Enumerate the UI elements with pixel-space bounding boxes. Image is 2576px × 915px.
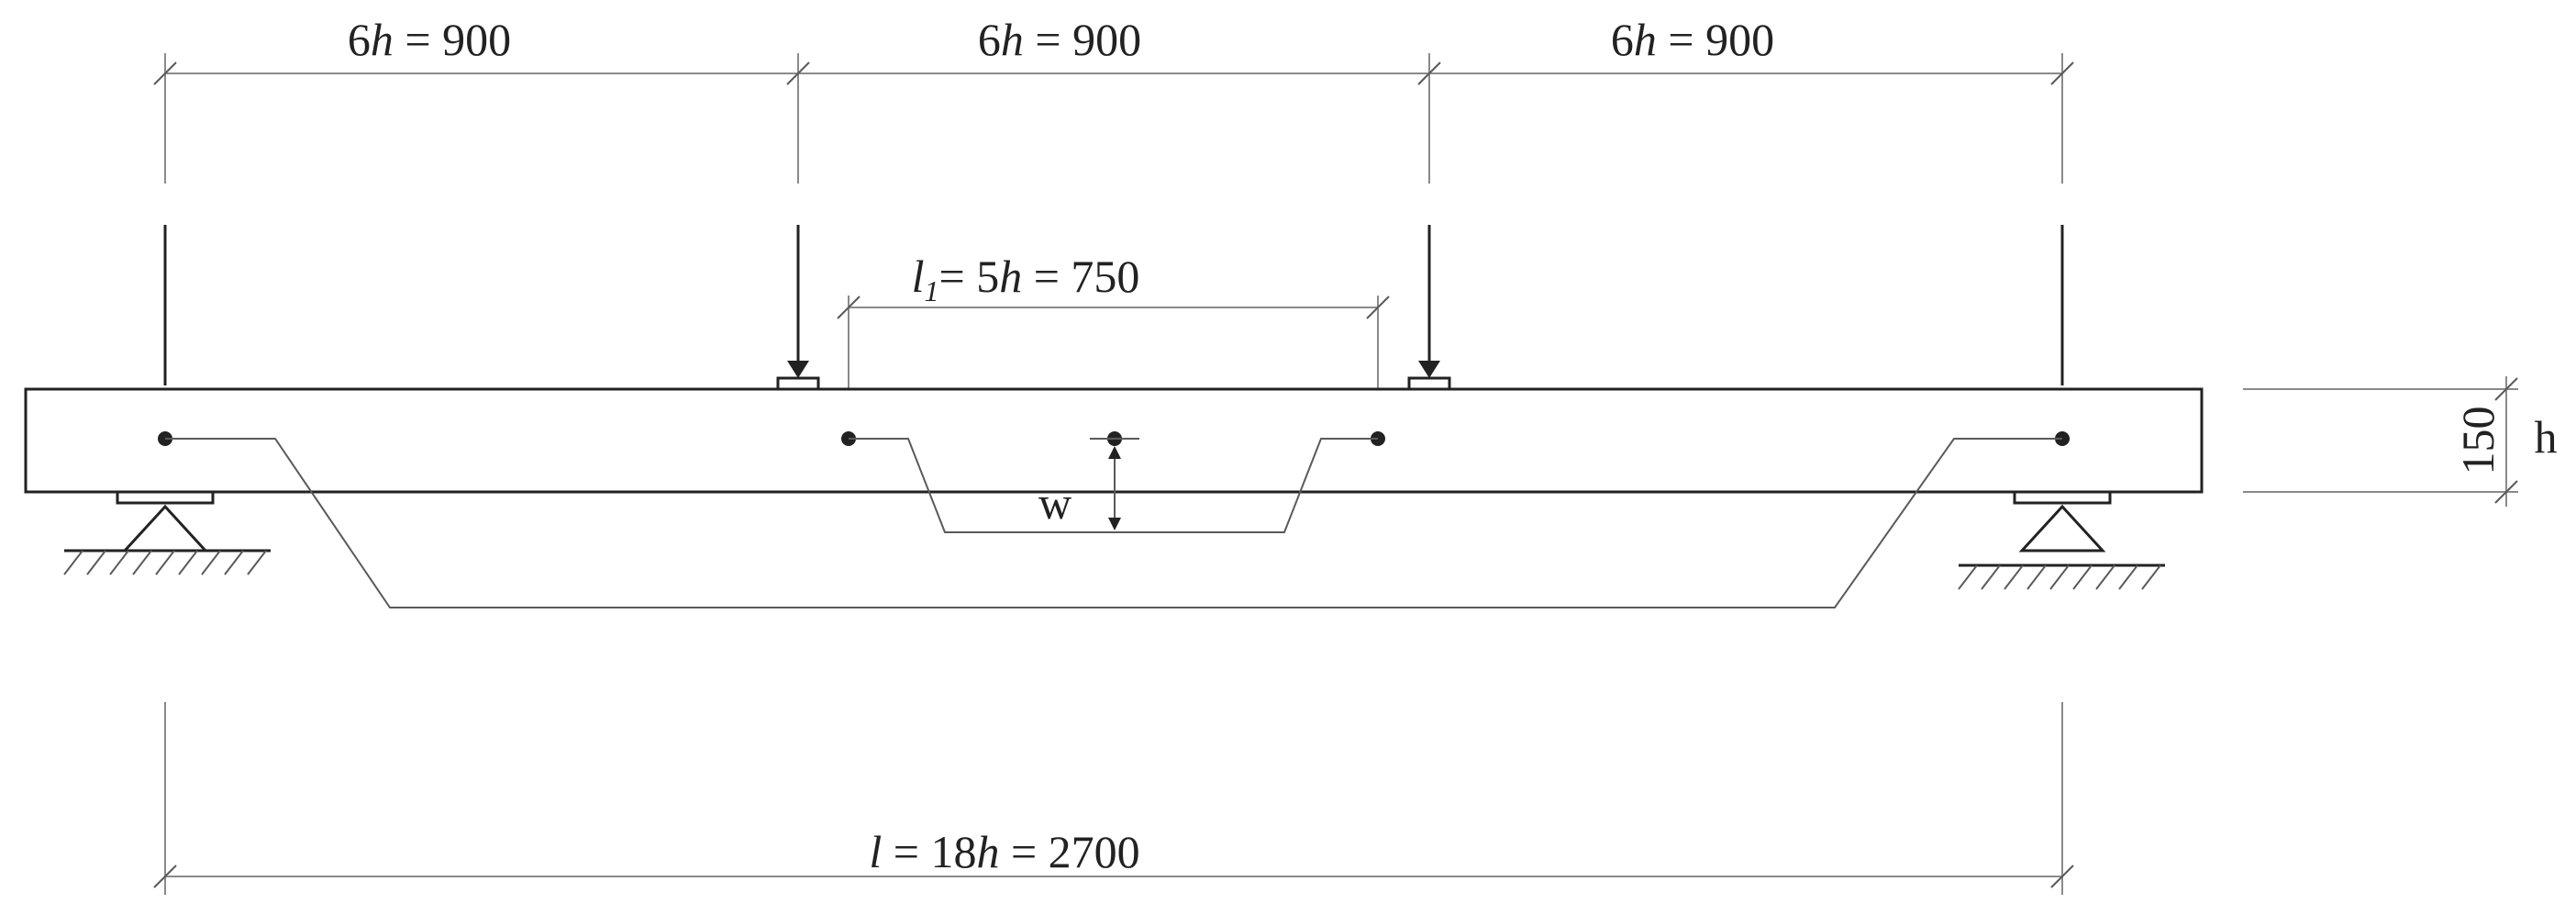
inner-measuring-frame [849,438,1378,533]
tick-mark [2050,61,2074,85]
dim-segment-1-label: 6h = 900 [348,14,511,65]
dim-segment-3-label: 6h = 900 [1611,14,1774,65]
top-dimension-chain [153,53,2074,184]
support-triangle-icon [2018,504,2106,552]
deflection-label: w [1038,477,1071,529]
arrow-up-icon [1108,446,1121,459]
total-span-dimension [153,702,2074,895]
load-arrow-left [787,225,809,378]
load-arrow-right [1418,225,1440,378]
arrow-down-icon [1108,518,1121,530]
tick-mark [1366,296,1390,319]
arrow-head-icon [787,361,809,378]
dim-segment-2-label: 6h = 900 [978,14,1141,65]
load-plate-left [776,376,820,391]
tick-mark [2050,865,2074,888]
tick-mark [786,61,810,85]
tick-mark [2494,377,2518,401]
support-triangle-icon [121,504,209,552]
arrow-head-icon [1418,361,1440,378]
tick-mark [2494,480,2518,504]
support-plate-left [116,490,215,505]
load-plate-right [1407,376,1451,391]
dim-total-label: l = 18h = 2700 [869,826,1139,877]
support-left [63,490,271,575]
dim-l1-label: l1= 5h = 750 [912,251,1140,307]
height-symbol-label: h [2535,411,2558,463]
support-plate-right [2013,490,2112,505]
l1-dimension [837,296,1390,399]
outer-measuring-frame [165,438,2062,608]
support-right [1958,490,2165,590]
tick-mark [1417,61,1441,85]
tick-mark [153,61,177,85]
deflection-indicator [1108,446,1121,530]
height-value-label: 150 [2452,407,2504,475]
tick-mark [837,296,861,319]
height-dimension [2243,376,2518,507]
tick-mark [153,865,177,888]
